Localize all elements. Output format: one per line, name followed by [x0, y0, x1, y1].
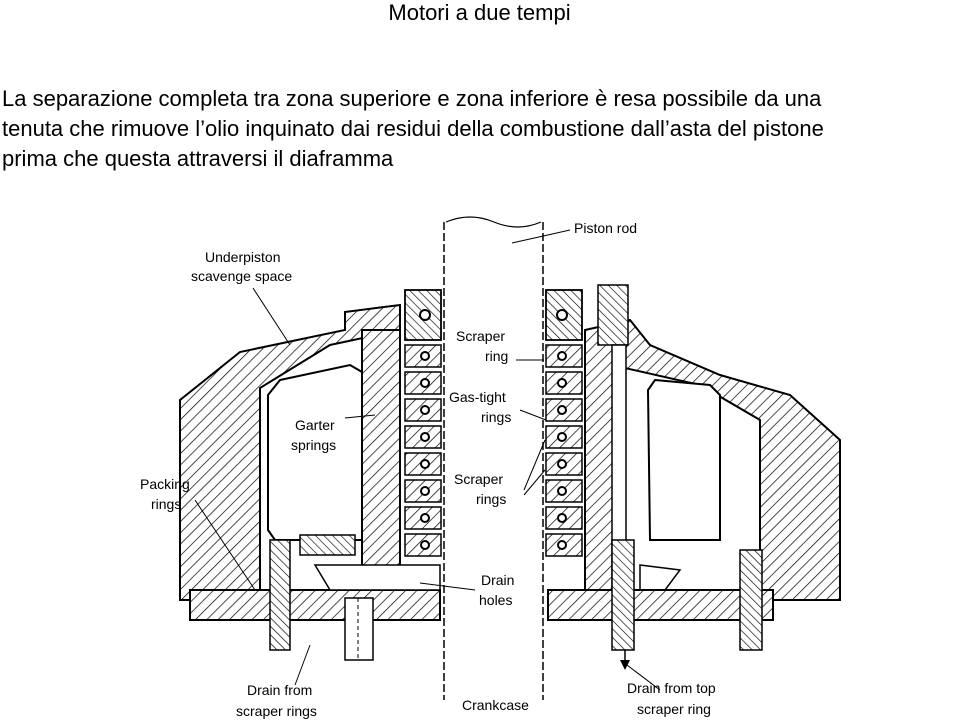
label-scraper-rings-1: Scraper	[454, 471, 503, 487]
housing-left	[179, 303, 441, 651]
housing-right	[547, 284, 841, 670]
label-gas-tight-1: Gas-tight	[449, 389, 506, 405]
label-packing-1: Packing	[140, 476, 190, 492]
slide-body: La separazione completa tra zona superio…	[2, 84, 952, 174]
label-drain-holes-2: holes	[479, 592, 512, 608]
body-line-1: La separazione completa tra zona superio…	[2, 86, 822, 111]
label-garter-1: Garter	[295, 417, 335, 433]
label-scraper-ring-1: Scraper	[456, 328, 505, 344]
drain-pipe	[344, 597, 374, 661]
label-piston-rod: Piston rod	[574, 220, 637, 236]
ring-stack-right	[545, 289, 583, 557]
label-drain-scraper-2: scraper rings	[236, 703, 317, 719]
label-underpiston-1: Underpiston	[205, 249, 281, 265]
label-drain-holes-1: Drain	[481, 572, 514, 588]
label-packing-2: rings	[151, 496, 181, 512]
label-drain-top-2: scraper ring	[637, 701, 711, 717]
label-scraper-ring-2: ring	[485, 348, 508, 364]
label-drain-scraper-1: Drain from	[247, 682, 312, 698]
body-line-3: prima che questa attraversi il diaframma	[2, 146, 394, 171]
label-underpiston-2: scavenge space	[191, 268, 292, 284]
label-scraper-rings-2: rings	[476, 491, 506, 507]
label-crankcase: Crankcase	[462, 697, 529, 713]
slide-title: Motori a due tempi	[388, 0, 571, 25]
piston-rod	[443, 216, 544, 700]
label-gas-tight-2: rings	[481, 409, 511, 425]
label-garter-2: springs	[291, 437, 336, 453]
label-drain-top-1: Drain from top	[627, 680, 716, 696]
body-line-2: tenuta che rimuove l’olio inquinato dai …	[2, 116, 824, 141]
leader-lines	[194, 229, 661, 691]
ring-stack-left	[404, 289, 442, 557]
